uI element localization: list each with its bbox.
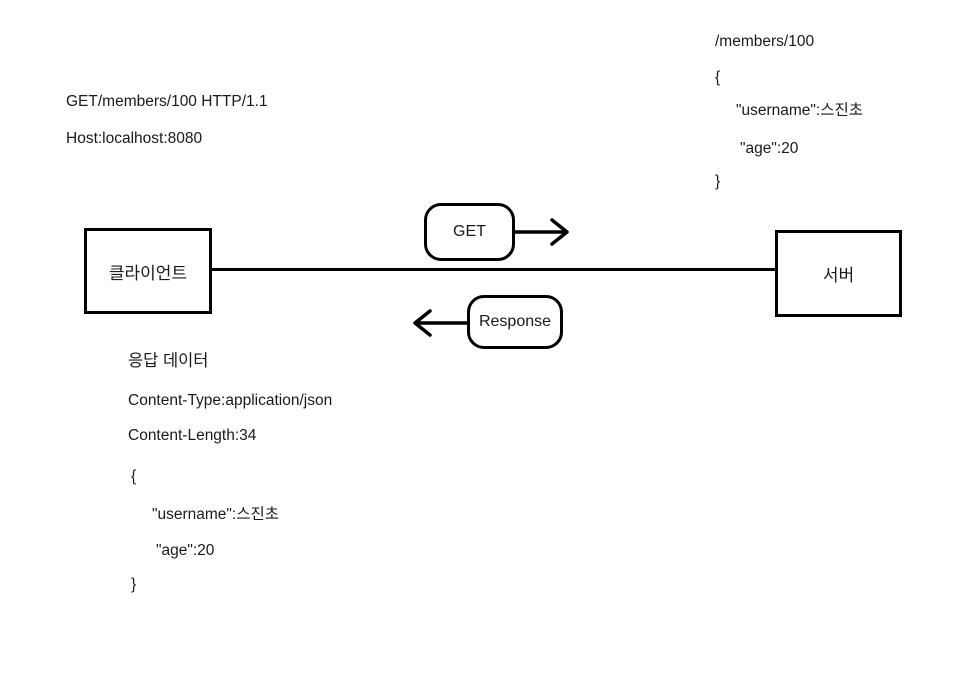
- server-resource-brace-open: {: [715, 69, 721, 86]
- server-node-label: 서버: [822, 266, 855, 285]
- response-pill-label: Response: [478, 313, 552, 330]
- server-resource-brace-close: }: [715, 173, 721, 190]
- server-resource-username: "username":스진초: [736, 102, 864, 119]
- server-resource-age: "age":20: [740, 140, 799, 157]
- request-line-1: GET/members/100 HTTP/1.1: [66, 93, 268, 110]
- client-node: 클라이언트: [84, 228, 212, 314]
- client-node-label: 클라이언트: [108, 263, 188, 283]
- response-body-age: "age":20: [156, 542, 215, 559]
- request-method-pill: GET: [424, 203, 515, 261]
- response-heading: 응답 데이터: [128, 352, 209, 370]
- response-header-content-type: Content-Type:application/json: [128, 392, 333, 409]
- request-method-label: GET: [453, 223, 486, 240]
- server-resource-path: /members/100: [715, 33, 815, 50]
- request-line-2: Host:localhost:8080: [66, 130, 203, 147]
- response-body-username: "username":스진초: [152, 506, 280, 523]
- response-arrow-icon: [413, 309, 468, 337]
- request-arrow-icon: [514, 218, 569, 246]
- response-body-brace-close: }: [131, 576, 137, 593]
- server-node: 서버: [775, 230, 902, 317]
- response-pill: Response: [467, 295, 563, 349]
- response-body-brace-open: {: [131, 468, 137, 485]
- client-server-connector: [211, 268, 775, 271]
- response-header-content-length: Content-Length:34: [128, 427, 257, 444]
